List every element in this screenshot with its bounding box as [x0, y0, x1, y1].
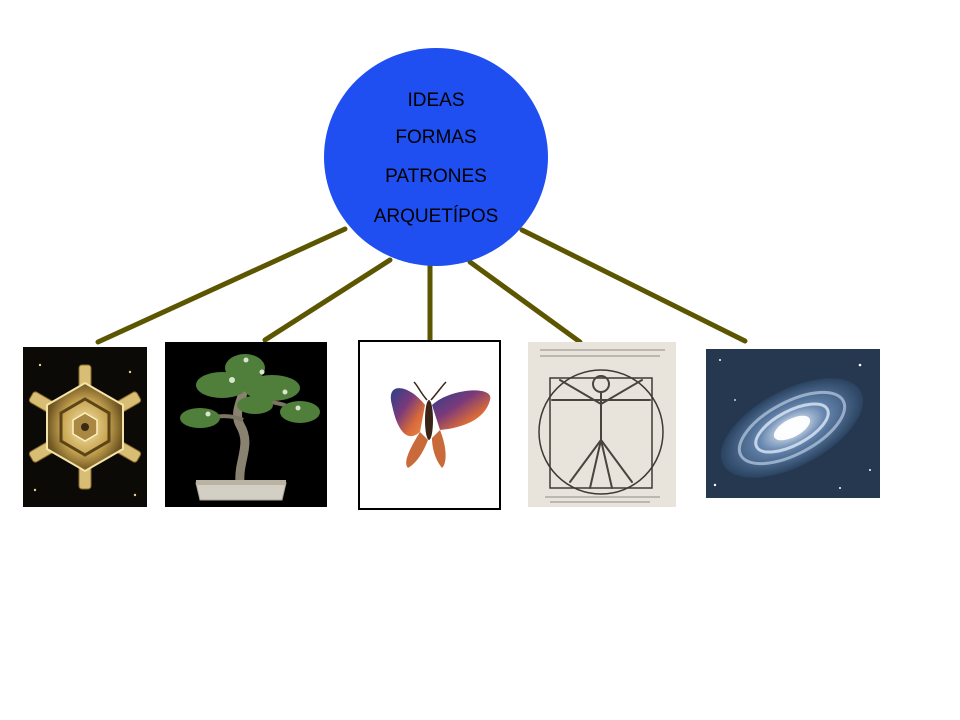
concept-line-patrones: PATRONES	[385, 166, 487, 187]
bonsai-tree-image	[165, 342, 327, 507]
vitruvian-man-image	[528, 342, 676, 507]
connector-line	[262, 257, 393, 343]
central-concept: IDEAS FORMAS PATRONES ARQUETÍPOS	[324, 48, 548, 266]
butterfly-image	[358, 340, 501, 510]
concept-line-arquetipos: ARQUETÍPOS	[374, 206, 499, 227]
connector-line	[519, 227, 748, 344]
central-circle	[324, 48, 548, 266]
spiral-galaxy-image	[706, 349, 880, 498]
concept-line-ideas: IDEAS	[407, 90, 464, 111]
connector-line	[467, 259, 583, 345]
connector-line	[95, 226, 348, 345]
concept-line-formas: FORMAS	[395, 127, 476, 148]
snowflake-crystal-image	[23, 347, 147, 507]
connectors	[95, 226, 748, 345]
